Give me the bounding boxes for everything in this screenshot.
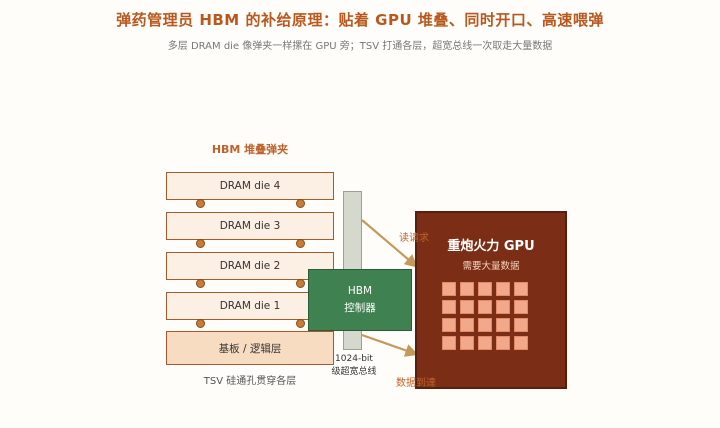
tsv-dot — [196, 319, 205, 328]
gpu-core-cell — [460, 318, 474, 332]
dram-die-2: DRAM die 2 — [166, 252, 334, 280]
gpu-core-cell — [478, 336, 492, 350]
gpu-core-cell — [514, 318, 528, 332]
tsv-dot — [196, 199, 205, 208]
dram-die-3: DRAM die 3 — [166, 212, 334, 240]
gpu-core-cell — [496, 282, 510, 296]
read-request-label: 读请求 — [399, 233, 429, 244]
tsv-dot — [296, 279, 305, 288]
gpu-core-cell — [496, 318, 510, 332]
tsv-dot — [196, 279, 205, 288]
gpu-core-cell — [496, 300, 510, 314]
dram-die-2-label: DRAM die 2 — [219, 260, 281, 272]
bus-desc-label: 级超宽总线 — [331, 367, 377, 377]
hbm-controller-line2: 控制器 — [344, 302, 376, 314]
tsv-dot — [296, 239, 305, 248]
bus-label: 1024-bit 级超宽总线 — [316, 353, 392, 379]
gpu-core-cell — [442, 318, 456, 332]
hbm-controller: HBM 控制器 — [308, 269, 412, 331]
diagram-subtitle: 多层 DRAM die 像弹夹一样摞在 GPU 旁；TSV 打通各层，超宽总线一… — [167, 41, 553, 52]
gpu-block: 重炮火力 GPU 需要大量数据 — [415, 211, 567, 389]
data-arrival-arrow — [361, 333, 419, 357]
gpu-core-cell — [442, 336, 456, 350]
gpu-core-cell — [514, 336, 528, 350]
gpu-core-cell — [442, 282, 456, 296]
dram-die-4: DRAM die 4 — [166, 172, 334, 200]
diagram-title: 弹药管理员 HBM 的补给原理：贴着 GPU 堆叠、同时开口、高速喂弹 — [116, 11, 604, 29]
base-logic-layer-label: 基板 / 逻辑层 — [218, 342, 282, 355]
data-arrival-label: 数据到達 — [396, 378, 436, 389]
gpu-core-cell — [478, 318, 492, 332]
tsv-label: TSV 硅通孔贯穿各层 — [203, 376, 297, 387]
tsv-dot — [196, 239, 205, 248]
gpu-title: 重炮火力 GPU — [447, 239, 535, 254]
gpu-core-cell — [478, 300, 492, 314]
bus-width-label: 1024-bit — [335, 354, 373, 364]
dram-die-3-label: DRAM die 3 — [219, 220, 281, 232]
gpu-subtitle: 需要大量数据 — [462, 261, 520, 272]
gpu-core-cell — [478, 282, 492, 296]
tsv-dot — [296, 199, 305, 208]
read-request-arrow — [361, 219, 419, 268]
dram-die-4-label: DRAM die 4 — [219, 180, 281, 192]
hbm-controller-line1: HBM — [347, 285, 373, 297]
tsv-dot — [296, 319, 305, 328]
gpu-core-cell — [496, 336, 510, 350]
gpu-core-cell — [514, 282, 528, 296]
dram-die-1-label: DRAM die 1 — [219, 300, 281, 312]
gpu-core-cell — [514, 300, 528, 314]
gpu-core-cell — [460, 336, 474, 350]
gpu-core-cell — [460, 300, 474, 314]
hbm-stack-title: HBM 堆叠弹夹 — [211, 143, 289, 156]
gpu-core-cell — [460, 282, 474, 296]
gpu-core-cell — [442, 300, 456, 314]
base-logic-layer: 基板 / 逻辑层 — [166, 331, 334, 365]
